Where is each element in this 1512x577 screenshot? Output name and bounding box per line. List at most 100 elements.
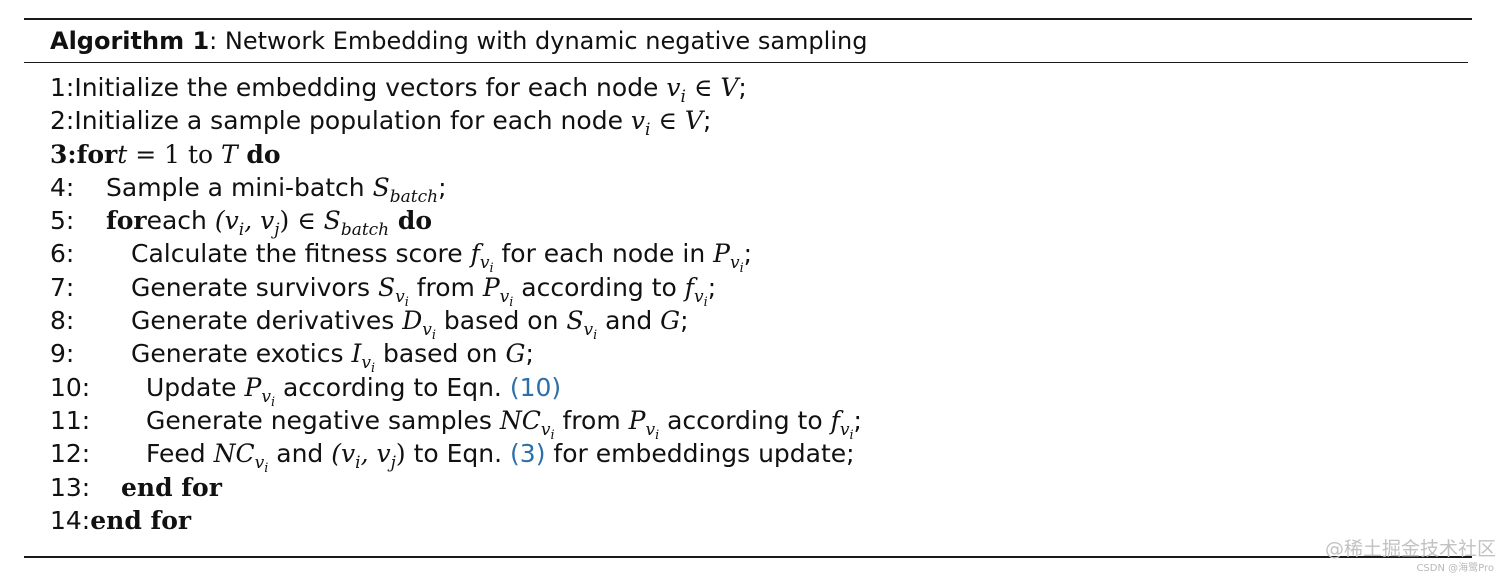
- math-subscript: v: [261, 386, 271, 407]
- math-var: V: [720, 73, 739, 102]
- algorithm-label: Algorithm 1: [50, 27, 210, 55]
- line-number: 6:: [50, 239, 75, 269]
- line-text: ;: [702, 106, 712, 136]
- algorithm-line-8: 8:Generate derivatives Dvi based on Svi …: [50, 304, 1450, 342]
- line-text: ;: [438, 172, 447, 202]
- math-subscript: v: [540, 419, 551, 440]
- math-var: v: [630, 106, 646, 136]
- math-subscript: i: [655, 427, 660, 443]
- line-number: 4:: [50, 172, 75, 202]
- math-var: G: [660, 306, 681, 336]
- math-var: S: [566, 306, 584, 336]
- line-text: ;: [738, 73, 747, 102]
- math-var: P: [713, 239, 730, 269]
- math-var: t: [117, 139, 128, 169]
- math-subscript: i: [355, 453, 361, 474]
- math-subscript: i: [264, 461, 269, 477]
- math-subscript: v: [729, 253, 740, 274]
- math-operator: ): [279, 206, 290, 236]
- equation-link[interactable]: (3): [510, 439, 546, 469]
- math-operator: ∈: [650, 106, 685, 136]
- math-var: f: [830, 405, 840, 435]
- math-var: (v: [331, 439, 356, 469]
- math-subscript: v: [645, 419, 656, 440]
- math-var: P: [482, 272, 500, 302]
- math-var: S: [372, 172, 390, 202]
- line-number: 11:: [50, 405, 91, 435]
- line-number: 3:: [50, 139, 77, 169]
- watermark-small-text: CSDN @海鹭Pro: [1416, 563, 1494, 574]
- math-var: , v: [360, 439, 391, 469]
- line-text: Initialize a sample population for each …: [74, 106, 631, 136]
- line-text: based on: [435, 306, 567, 336]
- equation-link[interactable]: (10): [509, 372, 562, 402]
- line-number: 9:: [50, 339, 75, 369]
- line-text: according to: [513, 272, 685, 302]
- math-var: I: [351, 339, 362, 369]
- math-subscript: v: [694, 286, 704, 307]
- math-subscript: i: [550, 427, 555, 443]
- math-subscript: i: [645, 120, 651, 141]
- line-text: ;: [680, 306, 689, 336]
- line-text: Sample a mini-batch: [106, 172, 373, 202]
- algorithm-line-4: 4: Sample a mini-batch Sbatch;: [50, 171, 1450, 207]
- math-var: V: [684, 106, 703, 136]
- line-text: Initialize the embedding vectors for eac…: [74, 73, 667, 102]
- line-text: Calculate the fitness score: [131, 239, 471, 269]
- line-text: and: [597, 306, 661, 336]
- line-text: from: [408, 272, 483, 302]
- line-text: based on: [375, 339, 506, 369]
- line-text: Generate exotics: [131, 339, 352, 369]
- line-text: Generate negative samples: [146, 405, 500, 435]
- math-subscript: i: [509, 294, 514, 310]
- math-subscript: i: [593, 327, 598, 343]
- math-operator: ): [395, 439, 406, 469]
- keyword-do: do: [389, 206, 432, 236]
- math-subscript: i: [431, 327, 436, 343]
- math-var: T: [221, 139, 238, 169]
- math-var: f: [470, 239, 480, 269]
- line-text: Generate survivors: [131, 272, 378, 302]
- math-subscript: i: [739, 261, 744, 277]
- math-subscript: v: [583, 320, 594, 341]
- math-subscript: batch: [340, 220, 390, 241]
- watermark-text: @稀土掘金技术社区: [1324, 538, 1496, 560]
- line-text: from: [554, 405, 629, 435]
- line-text: ;: [525, 339, 534, 369]
- math-var: NC: [213, 439, 255, 469]
- math-var: v: [666, 73, 681, 102]
- math-subscript: i: [404, 294, 409, 310]
- line-text: Generate derivatives: [131, 306, 403, 336]
- math-var: NC: [499, 405, 541, 435]
- math-subscript: v: [839, 419, 850, 440]
- math-operator: = 1 to: [127, 139, 222, 169]
- line-text: ;: [853, 405, 862, 435]
- keyword-for: for: [76, 139, 118, 169]
- math-subscript: j: [274, 220, 280, 241]
- algorithm-caption: : Network Embedding with dynamic negativ…: [209, 27, 868, 55]
- keyword-do: do: [237, 139, 281, 169]
- algorithm-line-12: 12:Feed NCvi and (vi, vj) to Eqn. (3) fo…: [50, 437, 1450, 475]
- line-text: for each node in: [493, 239, 714, 269]
- algorithm-line-9: 9:Generate exotics Ivi based on G;: [50, 337, 1450, 375]
- line-number: 12:: [50, 439, 91, 469]
- math-var: S: [323, 206, 341, 236]
- math-subscript: i: [370, 361, 376, 377]
- algorithm-line-2: 2: Initialize a sample population for ea…: [50, 104, 1450, 141]
- keyword-for: for: [106, 206, 147, 236]
- line-number: 10:: [50, 372, 91, 402]
- algorithm-line-10: 10:Update Pvi according to Eqn. (10): [50, 371, 1450, 409]
- math-subscript: i: [680, 86, 686, 107]
- algorithm-line-14: 14: end for: [50, 504, 1450, 537]
- line-text: for embeddings update;: [545, 439, 855, 469]
- math-subscript: v: [361, 353, 371, 374]
- math-subscript: v: [499, 286, 510, 307]
- algorithm-title: Algorithm 1: Network Embedding with dyna…: [50, 25, 867, 57]
- math-var: D: [402, 306, 423, 336]
- math-operator: ∈: [685, 73, 721, 102]
- math-subscript: i: [489, 261, 494, 277]
- math-subscript: batch: [389, 186, 439, 207]
- line-text: ;: [707, 272, 717, 302]
- algorithm-line-5: 5:foreach (vi, vj) ∈ Sbatch do: [50, 204, 1450, 241]
- algorithm-line-1: 1: Initialize the embedding vectors for …: [50, 71, 1450, 107]
